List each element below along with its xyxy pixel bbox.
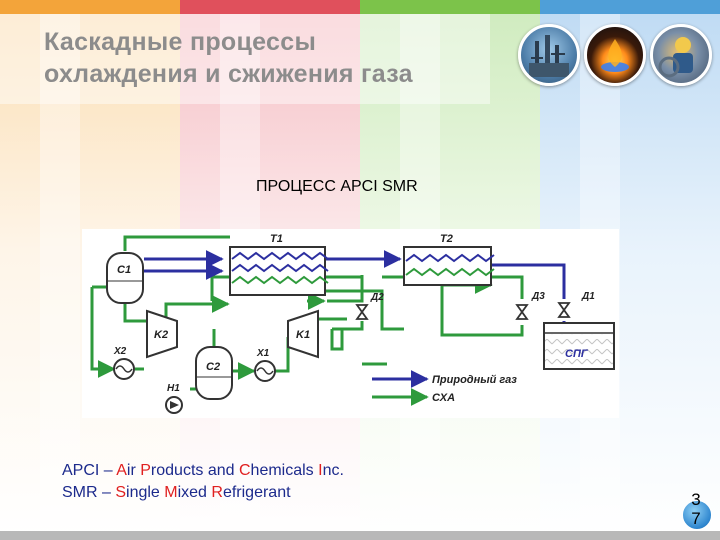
label-t2: T2 <box>440 233 453 245</box>
refrigerant-line <box>90 287 116 378</box>
top-band-red <box>180 0 360 14</box>
legend-natural-gas-label: Природный газ <box>432 374 517 386</box>
apci-note: APCI – Air Products and Chemicals Inc. <box>62 460 344 482</box>
refinery-photo <box>518 24 580 86</box>
label-k1: K1 <box>296 329 310 341</box>
refrigerant-line <box>210 275 230 301</box>
throttle-valve-d2 <box>355 304 369 320</box>
label-x2: X2 <box>113 346 127 357</box>
note-text: ingle <box>126 484 165 501</box>
note-highlight: C <box>238 462 251 479</box>
gas-flame-photo <box>584 24 646 86</box>
refrigerant-line <box>275 337 290 373</box>
note-highlight: R <box>211 484 223 501</box>
label-t1: T1 <box>270 233 283 245</box>
bg-stripe <box>40 14 80 540</box>
page-number-badge <box>682 500 712 530</box>
throttle-valve-d1 <box>557 302 571 318</box>
separator-c2 <box>195 346 233 400</box>
process-diagram: T1 T2 C1 C2 K2 K1 X2 X1 <box>82 229 619 418</box>
smr-note: SMR – Single Mixed Refrigerant <box>62 482 344 504</box>
note-highlight: A <box>116 462 127 479</box>
bottom-bar <box>0 531 720 540</box>
label-d1: Д1 <box>581 291 595 302</box>
note-highlight: P <box>140 462 151 479</box>
cooler-x2 <box>113 358 135 380</box>
slide-title-line2: охлаждения и сжижения газа <box>44 60 413 88</box>
refrigerant-line <box>491 275 524 299</box>
heat-exchanger-t1 <box>229 246 329 296</box>
abbreviation-notes: APCI – Air Products and Chemicals Inc. S… <box>62 460 344 504</box>
refrigerant-line <box>123 235 230 251</box>
throttle-valve-d3 <box>515 304 529 320</box>
diagram-title: ПРОЦЕСС APCI SMR <box>256 178 418 195</box>
separator-c1 <box>106 252 144 304</box>
cooler-x1 <box>254 360 276 382</box>
note-text: ir <box>126 462 141 479</box>
label-x1: X1 <box>256 348 270 359</box>
refrigerant-line <box>332 321 364 331</box>
label-spg: СПГ <box>565 348 589 360</box>
natural-gas-line <box>491 263 566 299</box>
label-k2: K2 <box>154 329 168 341</box>
note-text: APCI – <box>62 462 117 479</box>
compressor-k1 <box>287 309 319 359</box>
refrigerant-line <box>327 285 364 303</box>
legend-refrigerant-label: СХА <box>432 392 455 404</box>
worker-valve-photo <box>650 24 712 86</box>
pump-h1 <box>165 396 183 414</box>
note-highlight: S <box>115 484 127 501</box>
slide-title-line1: Каскадные процессы <box>44 28 317 56</box>
note-text: SMR – <box>62 484 116 501</box>
refrigerant-line <box>325 289 404 331</box>
note-text: roducts and <box>150 462 239 479</box>
note-text: ixed <box>177 484 212 501</box>
page-number: 37 <box>691 490 701 528</box>
compressor-k2 <box>146 309 178 359</box>
title-backdrop <box>0 14 490 104</box>
label-c1: C1 <box>117 264 131 276</box>
label-h1: H1 <box>167 383 180 394</box>
top-band-green <box>360 0 540 14</box>
slide-title: Каскадные процессы охлаждения и сжижения… <box>44 26 413 90</box>
refrigerant-line <box>440 276 524 337</box>
note-highlight: M <box>164 484 178 501</box>
refrigerant-line <box>330 329 344 351</box>
label-c2: C2 <box>206 361 220 373</box>
note-text: efrigerant <box>222 484 291 501</box>
top-band-orange <box>0 0 180 14</box>
label-d2: Д2 <box>370 292 384 303</box>
note-text: hemicals <box>250 462 319 479</box>
note-text: nc. <box>322 462 344 479</box>
note-highlight: I <box>318 462 323 479</box>
label-d3: Д3 <box>531 291 545 302</box>
lng-storage-tank <box>543 322 615 370</box>
heat-exchanger-t2 <box>403 246 495 286</box>
top-band-blue <box>540 0 720 14</box>
